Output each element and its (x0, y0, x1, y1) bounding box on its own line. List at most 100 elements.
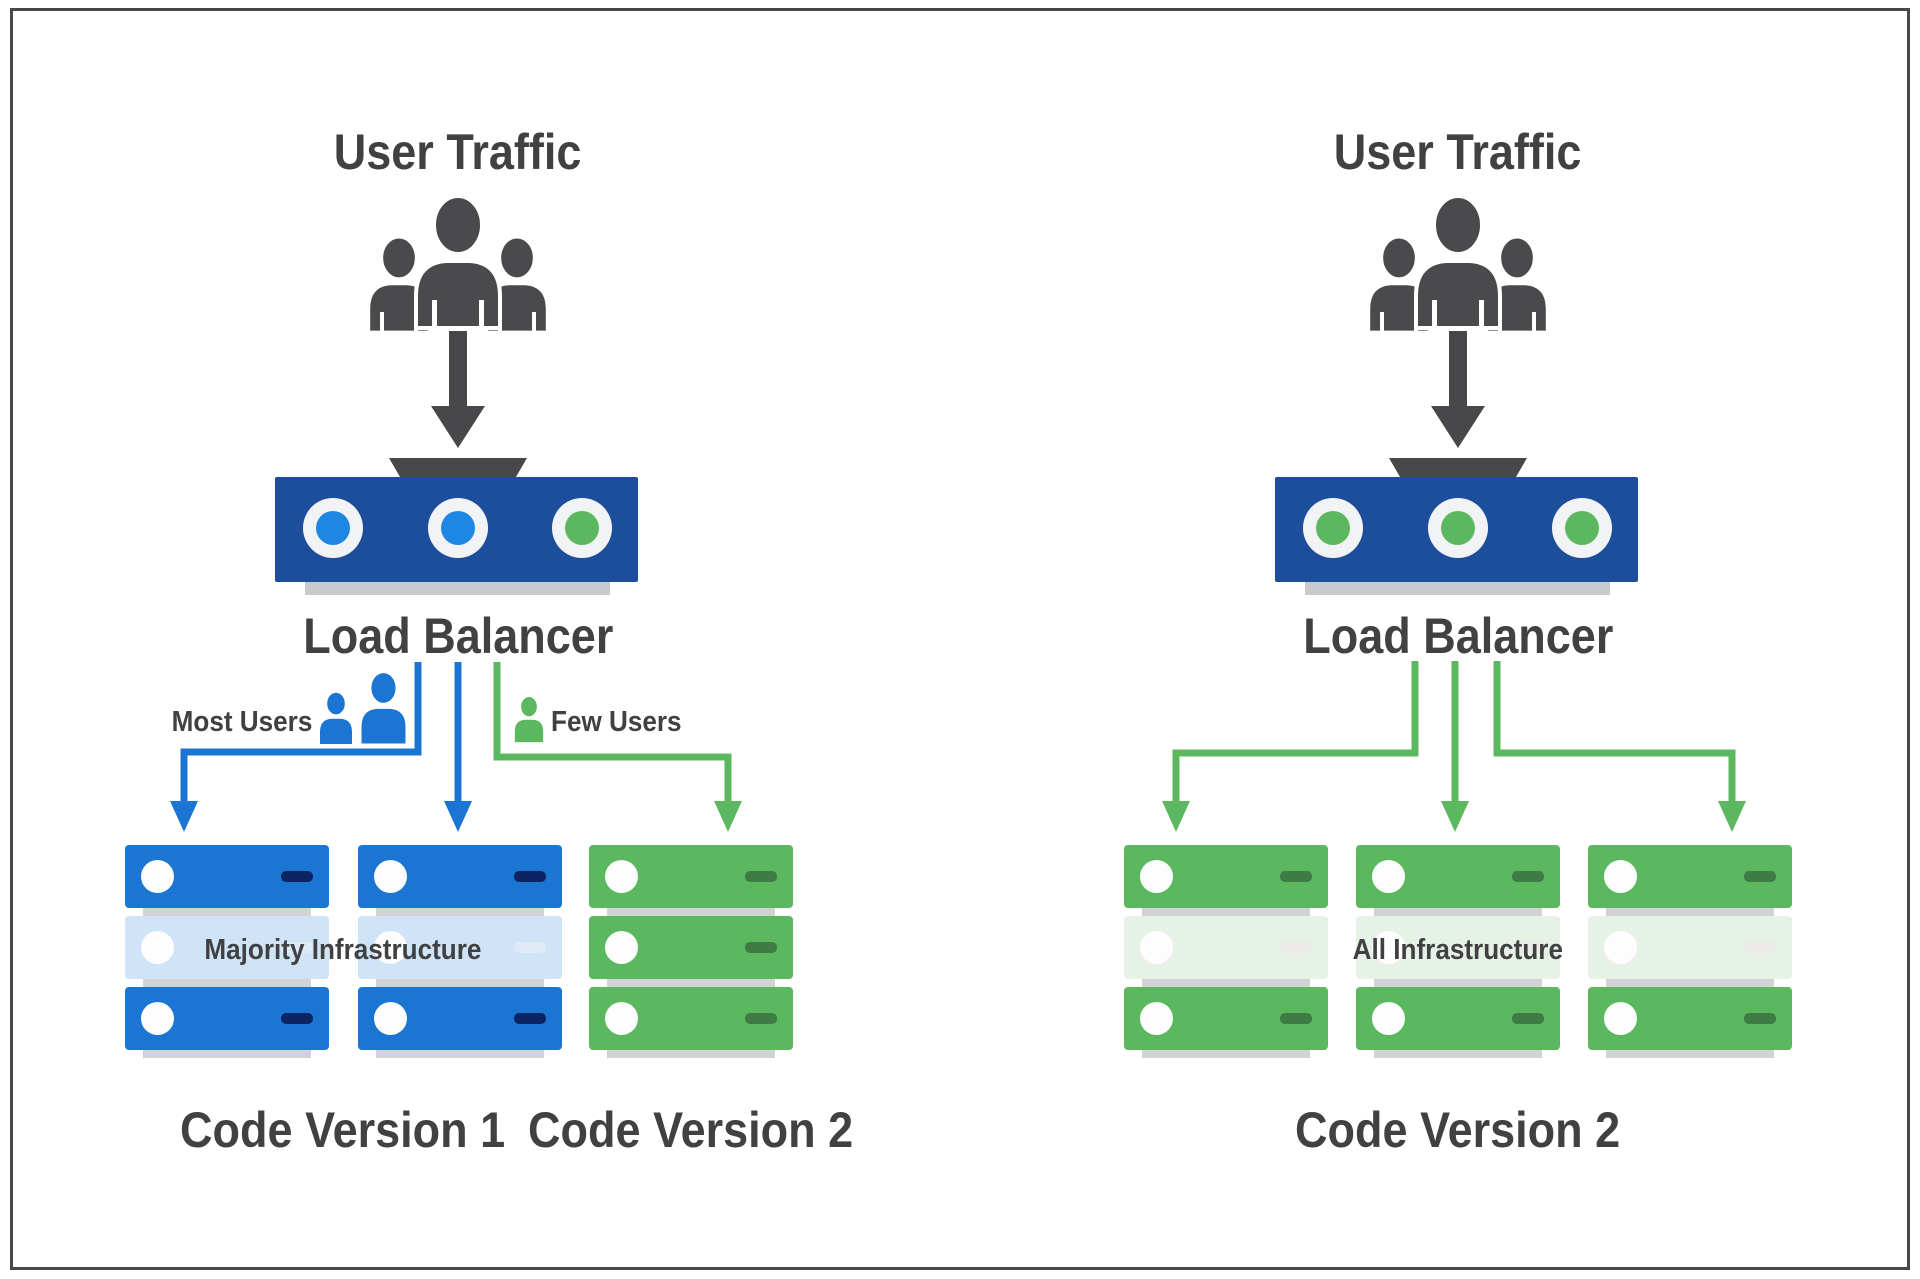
load-balancer-title: Load Balancer (1158, 608, 1758, 664)
traffic-route-arrowhead-icon (714, 801, 742, 832)
infrastructure-text: Majority Infrastructure (204, 934, 482, 966)
traffic-down-arrow-icon (1449, 331, 1467, 409)
server-drive-light (1140, 1002, 1173, 1035)
lb-status-dot (1565, 511, 1599, 545)
server-drive-light (1372, 1002, 1405, 1035)
server-row (125, 987, 329, 1050)
server-row (358, 916, 562, 979)
server-stack (1356, 845, 1560, 1067)
server-row-shadow (143, 979, 311, 987)
server-row-shadow (376, 1050, 544, 1058)
user-group-icon (1363, 194, 1553, 334)
server-row-shadow (1374, 908, 1542, 916)
server-drive-light (605, 860, 638, 893)
server-row (1356, 845, 1560, 908)
server-stack (1124, 845, 1328, 1067)
server-slot-icon (514, 871, 546, 882)
code-version-label: Code Version 1 (93, 1102, 593, 1158)
user-traffic-label: User Traffic (334, 124, 582, 180)
traffic-route-arrowhead-icon (1162, 801, 1190, 832)
traffic-route-arrowhead-icon (170, 801, 198, 832)
server-drive-light (1140, 860, 1173, 893)
server-row (1588, 845, 1792, 908)
lb-funnel-icon (389, 458, 527, 477)
server-drive-light (1604, 860, 1637, 893)
most-users-label: Most Users (118, 705, 312, 739)
lb-status-dot (441, 511, 475, 545)
server-row-shadow (1606, 979, 1774, 987)
server-drive-light (605, 1002, 638, 1035)
traffic-route-arrowhead-icon (1441, 801, 1469, 832)
server-drive-light (1604, 931, 1637, 964)
server-row (1588, 916, 1792, 979)
load-balancer-title: Load Balancer (158, 608, 758, 664)
server-slot-icon (281, 942, 313, 953)
traffic-routes (1000, 0, 1920, 1279)
server-row-shadow (607, 979, 775, 987)
server-slot-icon (1512, 942, 1544, 953)
server-slot-icon (514, 942, 546, 953)
lb-status-dot (316, 511, 350, 545)
server-row (1356, 987, 1560, 1050)
load-balancer-box (1275, 477, 1638, 582)
server-slot-icon (1512, 1013, 1544, 1024)
lb-status-dot-ring (1552, 498, 1612, 558)
lb-status-dot-ring (1428, 498, 1488, 558)
lb-status-dot-ring (428, 498, 488, 558)
user-single-icon (511, 695, 547, 744)
lb-shadow (1305, 582, 1610, 595)
server-slot-icon (745, 942, 777, 953)
server-drive-light (141, 931, 174, 964)
code-version-text: Code Version 2 (1295, 1102, 1621, 1158)
few-users-text: Few Users (551, 706, 682, 738)
server-slot-icon (745, 871, 777, 882)
code-version-text: Code Version 1 (180, 1102, 506, 1158)
server-row-shadow (1606, 908, 1774, 916)
lb-funnel-icon (1389, 458, 1527, 477)
server-row (1124, 916, 1328, 979)
server-row-shadow (1142, 979, 1310, 987)
code-version-text: Code Version 2 (528, 1102, 854, 1158)
server-row-shadow (1142, 908, 1310, 916)
load-balancer-label: Load Balancer (1302, 608, 1614, 664)
user-traffic-label: User Traffic (1334, 124, 1582, 180)
server-row (358, 845, 562, 908)
server-drive-light (374, 931, 407, 964)
server-row (125, 845, 329, 908)
server-stack (1588, 845, 1792, 1067)
server-row (589, 987, 793, 1050)
server-row (125, 916, 329, 979)
server-drive-light (374, 1002, 407, 1035)
traffic-route-line (1493, 661, 1736, 803)
server-drive-light (605, 931, 638, 964)
server-row-shadow (607, 908, 775, 916)
server-slot-icon (281, 871, 313, 882)
infrastructure-label: Majority Infrastructure (43, 932, 643, 968)
lb-status-dot-ring (552, 498, 612, 558)
server-row (1588, 987, 1792, 1050)
server-slot-icon (1280, 1013, 1312, 1024)
server-slot-icon (745, 1013, 777, 1024)
server-row (1124, 845, 1328, 908)
code-version-label: Code Version 2 (441, 1102, 941, 1158)
lb-status-dot (1441, 511, 1475, 545)
server-row-shadow (1374, 979, 1542, 987)
server-slot-icon (1744, 942, 1776, 953)
server-slot-icon (1512, 871, 1544, 882)
server-slot-icon (1280, 871, 1312, 882)
most-users-text: Most Users (171, 706, 312, 738)
lb-shadow (305, 582, 610, 595)
server-slot-icon (1744, 1013, 1776, 1024)
server-row-shadow (376, 979, 544, 987)
lb-status-dot (565, 511, 599, 545)
traffic-routes (0, 0, 920, 1279)
server-row (1356, 916, 1560, 979)
server-row (1124, 987, 1328, 1050)
users-pair-icon (316, 670, 414, 746)
server-row-shadow (143, 1050, 311, 1058)
user-group-icon (363, 194, 553, 334)
server-drive-light (1372, 860, 1405, 893)
server-slot-icon (281, 1013, 313, 1024)
